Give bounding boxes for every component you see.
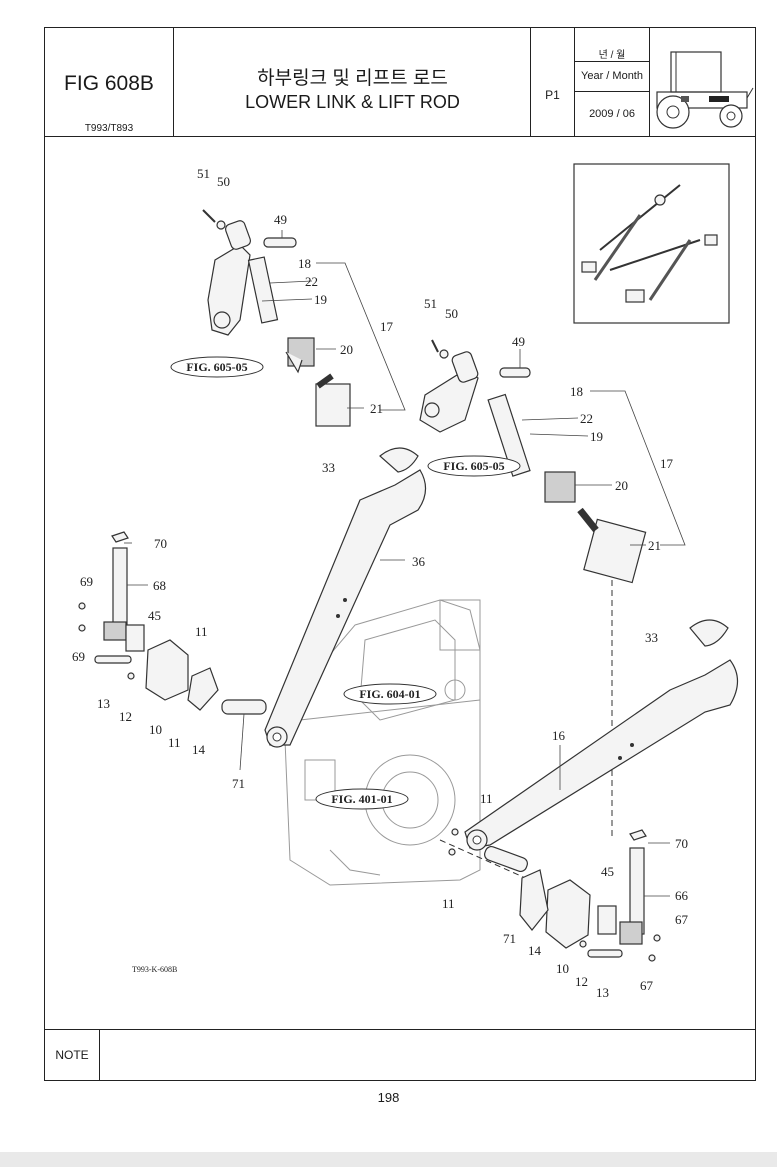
callout-70: 70 [675, 836, 688, 851]
fig-ref-605-05-left: FIG. 605-05 [170, 356, 264, 378]
callout-20: 20 [340, 342, 353, 357]
lower-link-16 [464, 659, 739, 851]
callout-18: 18 [570, 384, 583, 399]
callout-36: 36 [412, 554, 426, 569]
header-divider [45, 136, 755, 137]
callout-69: 69 [72, 649, 85, 664]
callout-49: 49 [512, 334, 525, 349]
lower-link-36 [264, 469, 427, 748]
page-number: 198 [377, 1090, 400, 1105]
fig-ref-604-01: FIG. 604-01 [343, 683, 437, 705]
callout-11: 11 [195, 624, 208, 639]
page-code: P1 [545, 88, 560, 102]
year-month-korean: 년 / 월 [598, 50, 626, 61]
callout-21: 21 [370, 401, 383, 416]
callout-13: 13 [97, 696, 110, 711]
ball-sleeve-33 [689, 619, 729, 647]
callout-45: 45 [148, 608, 161, 623]
scan-edge-strip [0, 1152, 777, 1167]
date-cell [575, 28, 650, 136]
fig-ref-401-01: FIG. 401-01 [315, 788, 409, 810]
callout-10: 10 [556, 961, 569, 976]
callout-13: 13 [596, 985, 609, 1000]
callout-21: 21 [648, 538, 661, 553]
svg-text:FIG. 605-05: FIG. 605-05 [186, 360, 247, 374]
callout-19: 19 [590, 429, 603, 444]
callout-22: 22 [580, 411, 593, 426]
callout-11: 11 [480, 791, 493, 806]
callout-19: 19 [314, 292, 327, 307]
callout-17: 17 [660, 456, 674, 471]
svg-text:FIG. 604-01: FIG. 604-01 [359, 687, 420, 701]
callout-45: 45 [601, 864, 614, 879]
callout-71: 71 [232, 776, 245, 791]
callout-67: 67 [640, 978, 654, 993]
alignment-line [439, 839, 531, 881]
year-month-english: Year / Month [581, 70, 643, 82]
callout-10: 10 [149, 722, 162, 737]
callout-20: 20 [615, 478, 628, 493]
callout-33: 33 [322, 460, 335, 475]
callout-67: 67 [675, 912, 689, 927]
callout-22: 22 [305, 274, 318, 289]
callout-51: 51 [197, 166, 210, 181]
svg-text:FIG. 605-05: FIG. 605-05 [443, 459, 504, 473]
callout-12: 12 [119, 709, 132, 724]
title-english: LOWER LINK & LIFT ROD [245, 92, 460, 112]
callout-68: 68 [153, 578, 166, 593]
callout-14: 14 [528, 943, 542, 958]
model-codes: T993/T893 [84, 123, 134, 134]
callout-50: 50 [445, 306, 458, 321]
page-code-cell [531, 28, 575, 136]
inset-overview [573, 163, 730, 324]
title-cell [174, 28, 531, 136]
callout-66: 66 [675, 888, 689, 903]
callout-16: 16 [552, 728, 566, 743]
page-frame: FIG 608B T993/T893 하부링크 및 리프트 로드 LOWER L… [44, 27, 756, 1081]
year-month-value: 2009 / 06 [589, 108, 635, 120]
fig-number: FIG 608B [64, 72, 154, 95]
callout-33: 33 [645, 630, 658, 645]
drawing-code: T993-K-608B [132, 965, 177, 974]
callout-14: 14 [192, 742, 206, 757]
right-lift-rod-assembly [419, 339, 647, 584]
callout-12: 12 [575, 974, 588, 989]
fig-number-cell: FIG 608B T993/T893 [45, 28, 174, 136]
svg-text:FIG. 401-01: FIG. 401-01 [331, 792, 392, 806]
callout-69: 69 [80, 574, 93, 589]
callout-50: 50 [217, 174, 230, 189]
fig-ref-605-05-right: FIG. 605-05 [427, 455, 521, 477]
right-bracket-assembly [448, 828, 661, 962]
note-label: NOTE [45, 1030, 100, 1080]
callout-11: 11 [168, 735, 181, 750]
note-row: NOTE [45, 1029, 755, 1080]
left-lift-rod-assembly [202, 209, 351, 427]
callout-17: 17 [380, 319, 394, 334]
callout-11: 11 [442, 896, 455, 911]
callout-49: 49 [274, 212, 287, 227]
callout-70: 70 [154, 536, 167, 551]
leader-lines [124, 230, 686, 897]
left-bracket-assembly [78, 531, 267, 715]
callout-18: 18 [298, 256, 311, 271]
title-korean: 하부링크 및 리프트 로드 [257, 68, 448, 89]
tractor-icon [656, 51, 754, 129]
callout-71: 71 [503, 931, 516, 946]
part-callouts: 51 50 49 18 22 19 17 20 21 51 50 49 18 2… [72, 166, 689, 1000]
ball-sleeve-33 [379, 447, 419, 473]
callout-51: 51 [424, 296, 437, 311]
